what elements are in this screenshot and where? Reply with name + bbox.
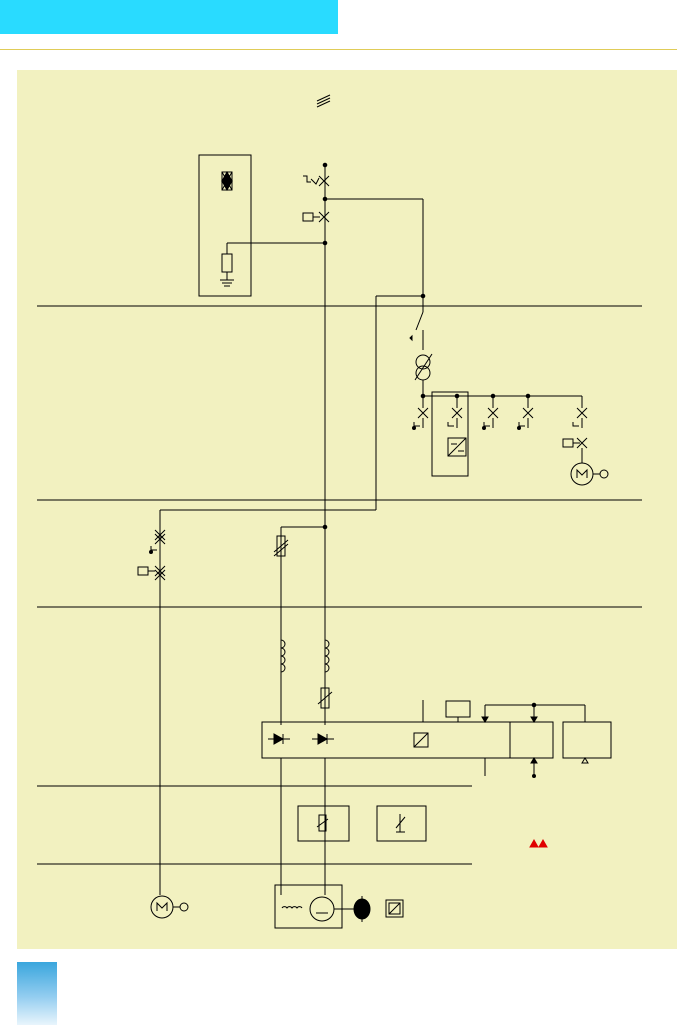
resistor-icon (221, 253, 233, 273)
header-color-bar (0, 0, 338, 34)
tachogenerator-icon (353, 896, 371, 922)
contactor-icon (302, 211, 330, 223)
inductor-icon (280, 639, 286, 673)
relay-switch-icon (149, 529, 166, 554)
resistor-icon (395, 814, 406, 833)
inductor-icon (324, 639, 330, 673)
contactor-icon (562, 437, 588, 449)
relay-switch-icon (572, 396, 588, 428)
thyristor-icon (268, 733, 290, 745)
page-tab (17, 962, 57, 1025)
motor-icon (150, 895, 189, 919)
header-rule (0, 49, 677, 50)
relay-switch-icon (482, 396, 499, 430)
field-supply-box (297, 805, 350, 842)
fuse-icon (317, 687, 333, 709)
relay-switch-icon (517, 396, 534, 430)
contactor-icon (137, 565, 166, 581)
fuse-icon (316, 814, 329, 832)
relay-switch-icon (412, 396, 429, 430)
relay-switch-icon (447, 396, 463, 428)
motor-icon (570, 462, 609, 486)
dc-motor-icon (309, 896, 335, 922)
cross-section-mark-icon (221, 170, 233, 192)
encoder-icon (385, 899, 404, 918)
converter-icon (413, 732, 429, 748)
inductor-icon (281, 906, 303, 909)
busbar-marker-icon (316, 94, 331, 108)
isolator-switch-icon (409, 311, 424, 350)
control-module (445, 700, 471, 718)
thyristor-icon (312, 733, 334, 745)
relay-switch-icon (303, 175, 330, 187)
converter-unit (261, 721, 511, 759)
excitation-box (376, 805, 427, 842)
converter-icon (447, 437, 467, 457)
ground-icon (220, 272, 234, 287)
dc-drive-cabinet (274, 884, 343, 929)
converter-cabinet (431, 391, 469, 477)
monitor-box (562, 721, 612, 759)
fuse-icon (273, 535, 289, 557)
warning-triangle-icon (529, 838, 548, 848)
regulator-box (509, 721, 554, 759)
protection-cabinet (198, 154, 252, 297)
transformer-icon (414, 353, 433, 381)
